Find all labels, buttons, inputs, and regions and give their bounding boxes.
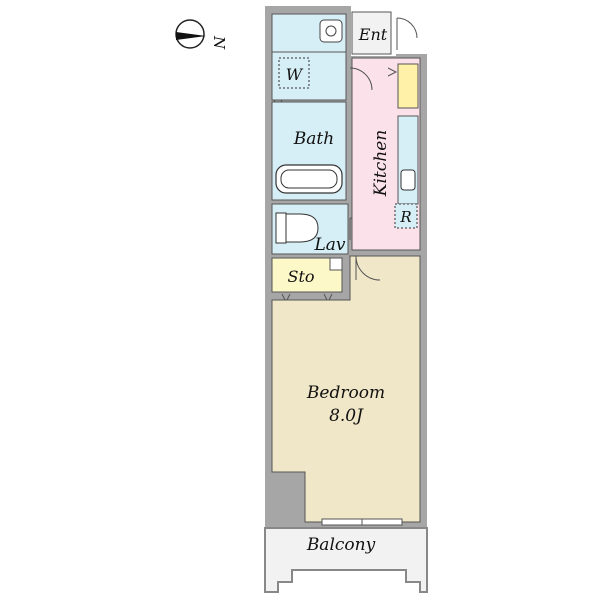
compass-north-label: N	[210, 35, 228, 50]
bathtub-icon	[275, 164, 343, 194]
bath-label: Bath	[293, 129, 334, 149]
bedroom-label: Bedroom	[306, 383, 385, 403]
balcony-label: Balcony	[306, 535, 376, 555]
toilet-fixture-icon	[319, 19, 343, 43]
balcony	[264, 527, 428, 593]
lavatory-label: Lav	[313, 235, 345, 255]
wall-corner	[396, 54, 427, 60]
kitchen-sink-icon	[400, 169, 416, 191]
exterior-notch	[391, 6, 427, 56]
toilet-tank-icon	[275, 212, 287, 244]
shoe-cabinet-icon	[397, 63, 419, 109]
entrance-label: Ent	[358, 25, 388, 44]
storage-label: Sto	[287, 267, 314, 286]
compass-arrow-icon	[176, 32, 206, 40]
bathtub-inner	[280, 169, 338, 189]
entrance-floor	[351, 11, 392, 55]
storage-pillar	[329, 257, 343, 271]
toilet-bowl-icon	[325, 25, 337, 37]
washer-space-icon	[278, 57, 310, 89]
washer-label: W	[286, 65, 304, 84]
kitchen-label: Kitchen	[371, 130, 391, 197]
refrigerator-space-icon	[394, 203, 418, 229]
kitchen-counter	[397, 115, 419, 205]
compass: N	[175, 19, 228, 50]
refrigerator-label: R	[399, 208, 411, 226]
bedroom-room	[271, 255, 421, 523]
entrance-door-swing	[396, 17, 418, 39]
cabinet-marker-icon	[387, 67, 398, 77]
bath-door-swing	[349, 67, 373, 91]
bedroom-size: 8.0J	[329, 406, 364, 426]
